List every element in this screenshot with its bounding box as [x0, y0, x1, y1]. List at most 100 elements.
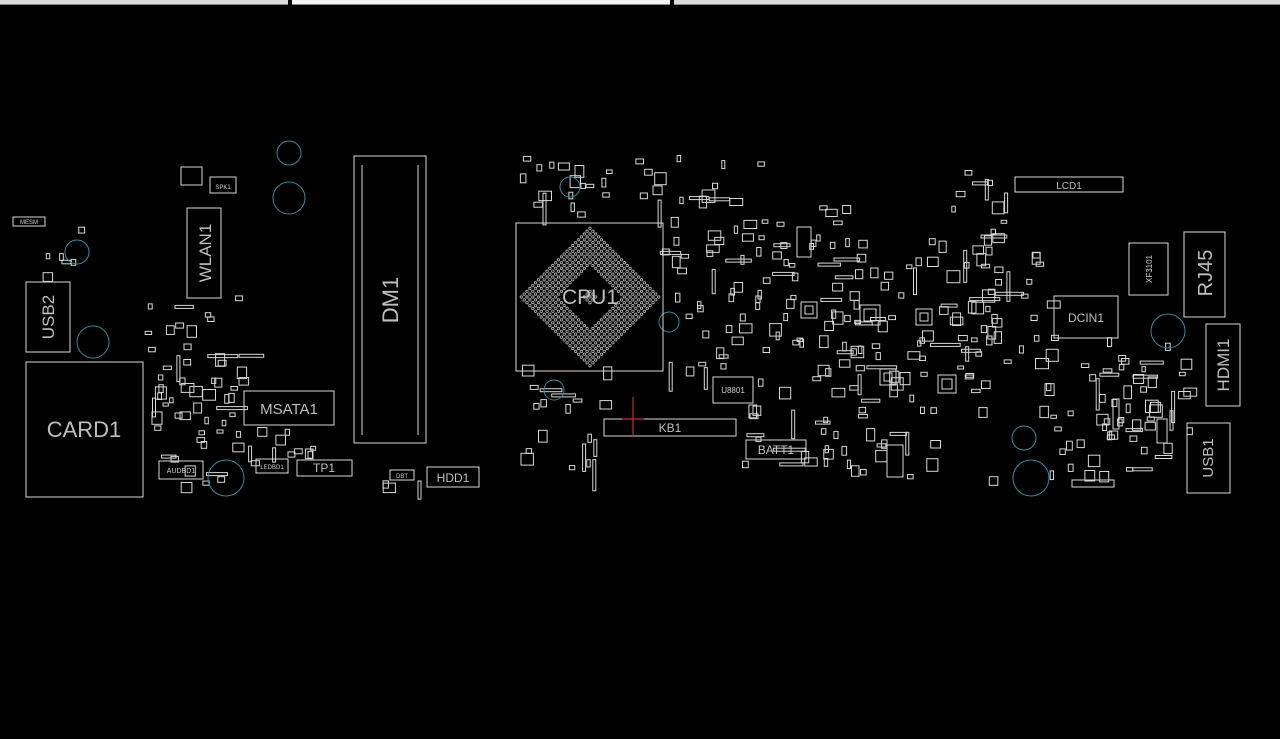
bga-ball	[576, 329, 581, 333]
bga-ball	[631, 315, 635, 319]
smd-part	[986, 335, 993, 346]
bga-ball	[533, 309, 538, 313]
bga-ball	[599, 238, 604, 242]
smd-part	[677, 267, 687, 275]
bga-ball	[588, 301, 592, 305]
smd-part	[844, 314, 851, 323]
smd-part	[570, 202, 575, 212]
bga-ball	[579, 269, 584, 273]
bga-ball	[605, 346, 609, 351]
smd-part	[1059, 448, 1066, 455]
smd-part	[761, 219, 769, 224]
smd-part	[1125, 403, 1131, 414]
bga-ball	[536, 278, 541, 282]
bga-ball	[574, 321, 578, 325]
bga-ball	[574, 263, 578, 268]
tab-3[interactable]	[674, 0, 1280, 5]
bga-ball	[622, 323, 626, 328]
bga-ball	[614, 281, 618, 285]
smd-part	[849, 291, 860, 301]
smd-part	[680, 253, 690, 259]
smd-part	[78, 226, 86, 234]
bga-ball	[596, 326, 601, 331]
bga-ball	[568, 315, 572, 319]
smd-part	[791, 409, 796, 440]
bga-ball	[556, 309, 561, 313]
bga-ball	[542, 312, 546, 316]
smd-part	[202, 389, 216, 401]
bga-ball	[582, 232, 586, 236]
smd-part	[762, 347, 770, 354]
bga-ball	[582, 352, 586, 356]
smd-part	[538, 429, 548, 443]
bga-ball	[542, 306, 546, 310]
bga-ball	[548, 278, 552, 282]
bga-ball	[645, 283, 649, 288]
bga-ball	[648, 303, 652, 308]
smd-part	[540, 399, 547, 408]
smd-part	[1132, 467, 1153, 472]
smd-part	[899, 372, 911, 386]
bga-ball	[605, 341, 609, 345]
smd-part	[823, 416, 829, 424]
smd-part	[1178, 391, 1191, 400]
smd-part	[587, 433, 592, 443]
smd-part	[939, 306, 949, 315]
board-viewer-canvas[interactable]: CARD1 USB2 WLAN1 DM1 MSATA1 TP1 HDD1 AUD…	[0, 5, 1280, 739]
smd-part	[739, 313, 746, 322]
smd-part	[1132, 419, 1142, 431]
bga-ball	[559, 306, 564, 310]
bga-ball	[542, 278, 546, 282]
smd-part	[586, 459, 591, 468]
bga-ball	[576, 238, 581, 242]
bga-ball	[542, 289, 546, 293]
bga-ball	[556, 315, 561, 319]
smd-part	[569, 175, 581, 189]
smd-part	[635, 158, 645, 165]
smd-part	[740, 254, 745, 265]
smd-part	[542, 192, 547, 226]
smd-part	[858, 239, 868, 249]
smd-part	[779, 462, 804, 467]
bga-ball	[585, 349, 589, 353]
smd-part	[1095, 378, 1100, 411]
bga-ball	[579, 344, 584, 348]
smd-part	[702, 330, 710, 339]
bga-ball	[605, 318, 609, 322]
xf3101-outline	[1128, 242, 1169, 296]
bga-ball	[536, 283, 541, 288]
bga-ball	[554, 289, 558, 293]
bga-ball	[582, 329, 586, 333]
smd-part	[1149, 404, 1163, 418]
smd-part	[955, 190, 966, 198]
bga-ball	[571, 243, 575, 248]
smd-part	[1000, 219, 1008, 224]
bga-ball	[628, 312, 632, 316]
smd-part	[898, 292, 905, 299]
smd-part	[698, 195, 708, 209]
bga-ball	[556, 263, 561, 268]
bga-ball	[611, 323, 615, 328]
smd-part	[817, 364, 830, 377]
smd-part	[654, 172, 667, 186]
pcb-layout[interactable]: CARD1 USB2 WLAN1 DM1 MSATA1 TP1 HDD1 AUD…	[0, 5, 1280, 739]
bga-ball	[625, 326, 629, 331]
bga-ball	[614, 252, 618, 256]
bga-ball	[531, 289, 535, 293]
bga-ball	[628, 318, 632, 322]
bga-ball	[542, 295, 546, 299]
bga-ball	[614, 269, 618, 273]
bga-ball	[628, 323, 632, 328]
smd-part	[152, 397, 156, 418]
smd-part	[685, 313, 693, 320]
bga-ball	[616, 335, 621, 339]
tab-1[interactable]	[0, 0, 288, 5]
bga-ball	[554, 266, 558, 270]
bga-ball	[596, 355, 601, 359]
bga-ball	[625, 292, 629, 296]
mounting-holes	[64, 140, 1186, 497]
bga-ball	[579, 326, 584, 331]
tab-2[interactable]	[292, 0, 670, 5]
smd-part	[1089, 374, 1097, 382]
bga-ball	[639, 289, 644, 293]
